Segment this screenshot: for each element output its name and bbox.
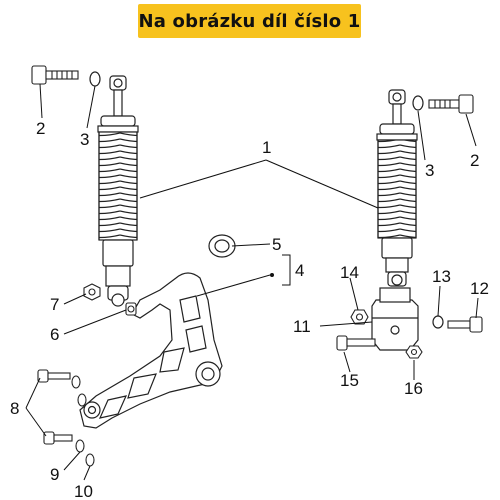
- callout-2-right: 2: [470, 151, 479, 170]
- callout-4: 4: [295, 261, 304, 280]
- left-bolt: [31, 65, 79, 85]
- right-bolt: [428, 94, 474, 114]
- callout-8: 8: [10, 399, 19, 418]
- bolt-12: [447, 316, 483, 333]
- callout-numbers: 1 2 3 2 3 5 4 7 6 8 9 10 14 13 12 11 15 …: [10, 119, 489, 500]
- leader-lines: [25, 83, 479, 481]
- right-washer: [412, 95, 424, 111]
- callout-7: 7: [50, 295, 59, 314]
- callout-10: 10: [74, 482, 93, 500]
- washer-13: [432, 315, 444, 329]
- bolts-8: [37, 369, 73, 445]
- left-shock-absorber: [97, 75, 139, 307]
- callout-16: 16: [404, 379, 423, 398]
- callout-5: 5: [272, 235, 281, 254]
- nut-16: [405, 345, 423, 359]
- callout-15: 15: [340, 371, 359, 390]
- right-shock-absorber: [376, 89, 418, 287]
- nut-7: [83, 283, 101, 301]
- callout-12: 12: [470, 279, 489, 298]
- washers-9-10: [71, 375, 95, 467]
- callout-11: 11: [293, 317, 311, 336]
- spacer-6: [125, 302, 137, 316]
- callout-9: 9: [50, 465, 59, 484]
- title-banner: Na obrázku díl číslo 1: [138, 4, 361, 38]
- callout-2-left: 2: [36, 119, 45, 138]
- banner-text: Na obrázku díl číslo 1: [138, 10, 361, 32]
- shock-bracket: [371, 287, 419, 351]
- nut-14: [350, 309, 369, 325]
- callout-3-left: 3: [80, 130, 89, 149]
- callout-13: 13: [432, 267, 451, 286]
- callout-14: 14: [340, 263, 359, 282]
- bolt-15: [336, 335, 376, 351]
- callout-1: 1: [262, 138, 271, 157]
- swing-arm: [79, 272, 223, 429]
- left-washer: [89, 71, 101, 87]
- callout-6: 6: [50, 325, 59, 344]
- callout-3-right: 3: [425, 161, 434, 180]
- bearing-5: [208, 234, 236, 258]
- leader-dot: [270, 273, 274, 277]
